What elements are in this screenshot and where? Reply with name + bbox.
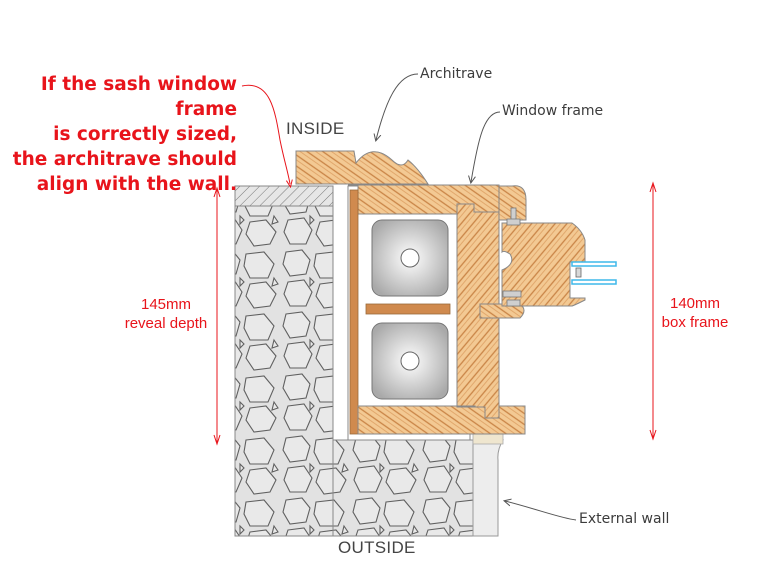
- sash-weight-lower: [371, 322, 449, 400]
- sash: [501, 222, 586, 307]
- reveal-depth-label: 145mm reveal depth: [118, 295, 214, 333]
- annotation-arrow: [241, 84, 290, 184]
- reveal-depth-caption: reveal depth: [124, 315, 208, 332]
- inside-label: INSIDE: [286, 119, 345, 138]
- annotation-line: the architrave should: [12, 149, 237, 170]
- box-frame-dimension-line: [649, 181, 657, 441]
- back-lining: [349, 189, 359, 435]
- draught-seals: [502, 207, 522, 307]
- sash-weight-upper: [371, 219, 449, 297]
- external-wall-leader: [505, 501, 577, 521]
- box-frame-value: 140mm: [669, 295, 721, 312]
- architrave-leader: [376, 73, 419, 140]
- double-glazing: [571, 261, 617, 285]
- annotation-line: If the sash window frame: [40, 74, 237, 120]
- box-frame-label: 140mm box frame: [655, 294, 735, 332]
- annotation-line: align with the wall.: [36, 174, 237, 195]
- parting-slip: [365, 303, 451, 315]
- sizing-annotation: If the sash window frame is correctly si…: [0, 72, 237, 197]
- window-frame-sill: [357, 405, 526, 435]
- window-frame-label: Window frame: [502, 103, 604, 119]
- plaster-layer: [234, 185, 334, 207]
- reveal-dimension-line: [213, 186, 221, 446]
- staff-bead-upper: [498, 185, 527, 221]
- window-frame-leader: [471, 111, 501, 182]
- stone-wall: [234, 185, 474, 537]
- architrave: [295, 150, 429, 185]
- annotation-line: is correctly sized,: [53, 124, 237, 145]
- architrave-label: Architrave: [420, 66, 493, 82]
- window-frame-head: [348, 184, 500, 215]
- reveal-depth-value: 145mm: [140, 296, 192, 313]
- external-render: [472, 431, 504, 537]
- outside-label: OUTSIDE: [338, 538, 416, 557]
- box-frame-caption: box frame: [661, 314, 729, 331]
- external-wall-label: External wall: [579, 511, 670, 527]
